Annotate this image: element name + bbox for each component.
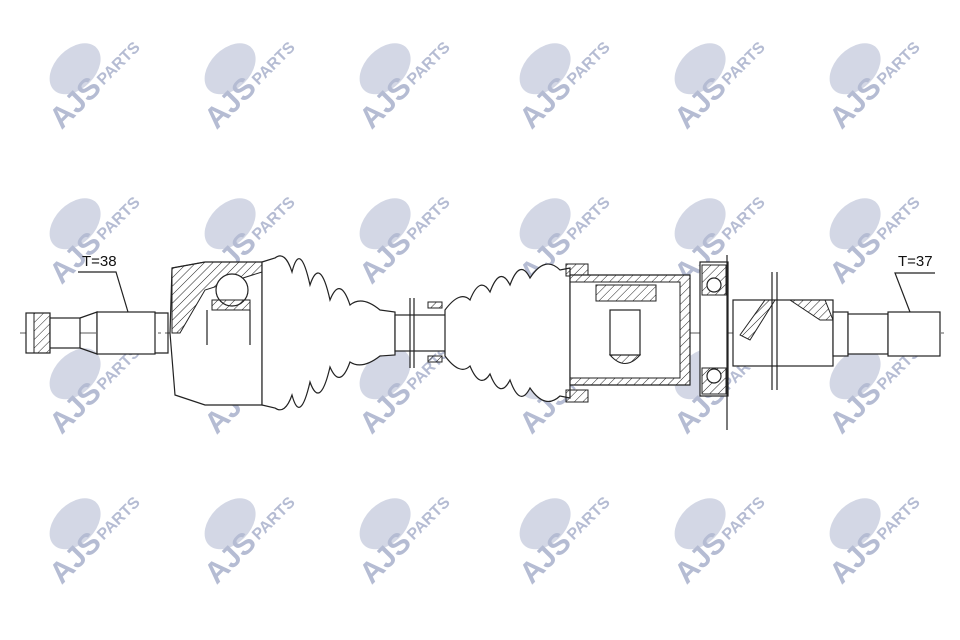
- watermark-suffix: PARTS: [249, 194, 299, 244]
- watermark-emblem-icon: [204, 43, 256, 95]
- watermark-suffix: PARTS: [94, 494, 144, 544]
- watermark-emblem-icon: [674, 498, 726, 550]
- watermark-emblem-icon: [49, 498, 101, 550]
- watermark-suffix: PARTS: [564, 194, 614, 244]
- watermark-suffix: PARTS: [94, 39, 144, 89]
- support-bearing: [699, 255, 729, 430]
- left-spline-stub: [25, 311, 169, 355]
- watermark-suffix: PARTS: [404, 494, 454, 544]
- watermark-suffix: PARTS: [719, 494, 769, 544]
- watermark-emblem-icon: [49, 198, 101, 250]
- watermark-suffix: PARTS: [719, 194, 769, 244]
- watermark-emblem-icon: [519, 198, 571, 250]
- inner-boot: [444, 263, 571, 403]
- inner-tripod-joint: [569, 274, 691, 386]
- watermark-emblem-icon: [519, 498, 571, 550]
- watermark-emblem-icon: [359, 43, 411, 95]
- right-spline-label: T=37: [898, 253, 933, 270]
- watermark-suffix: PARTS: [404, 39, 454, 89]
- watermark-emblem-icon: [204, 498, 256, 550]
- watermark-emblem-icon: [829, 43, 881, 95]
- watermark-emblem-icon: [829, 198, 881, 250]
- watermark-emblem-icon: [829, 498, 881, 550]
- watermark-emblem-icon: [359, 198, 411, 250]
- watermark-suffix: PARTS: [564, 39, 614, 89]
- label-left-spline: T=38: [78, 253, 129, 313]
- watermark-emblem-icon: [49, 43, 101, 95]
- watermark-emblem-icon: [674, 198, 726, 250]
- watermark-suffix: PARTS: [249, 494, 299, 544]
- watermark-suffix: PARTS: [874, 39, 924, 89]
- watermark-suffix: PARTS: [94, 194, 144, 244]
- outer-cv-joint: [169, 261, 263, 406]
- watermark-suffix: PARTS: [564, 494, 614, 544]
- watermark-emblem-icon: [674, 43, 726, 95]
- watermark-suffix: PARTS: [874, 194, 924, 244]
- watermark-suffix: PARTS: [249, 39, 299, 89]
- right-spline-stub: [732, 272, 941, 390]
- watermark-suffix: PARTS: [874, 494, 924, 544]
- watermark-emblem-icon: [204, 198, 256, 250]
- label-right-spline: T=37: [894, 253, 935, 313]
- watermark-emblem-icon: [519, 43, 571, 95]
- left-spline-label: T=38: [82, 253, 117, 270]
- watermark-emblem-icon: [49, 348, 101, 400]
- watermark-suffix: PARTS: [404, 194, 454, 244]
- drive-shaft: T=38 T=37: [20, 253, 945, 430]
- watermark-emblem-icon: [829, 348, 881, 400]
- outer-boot: [261, 255, 396, 411]
- watermark-suffix: PARTS: [719, 39, 769, 89]
- watermark-emblem-icon: [359, 498, 411, 550]
